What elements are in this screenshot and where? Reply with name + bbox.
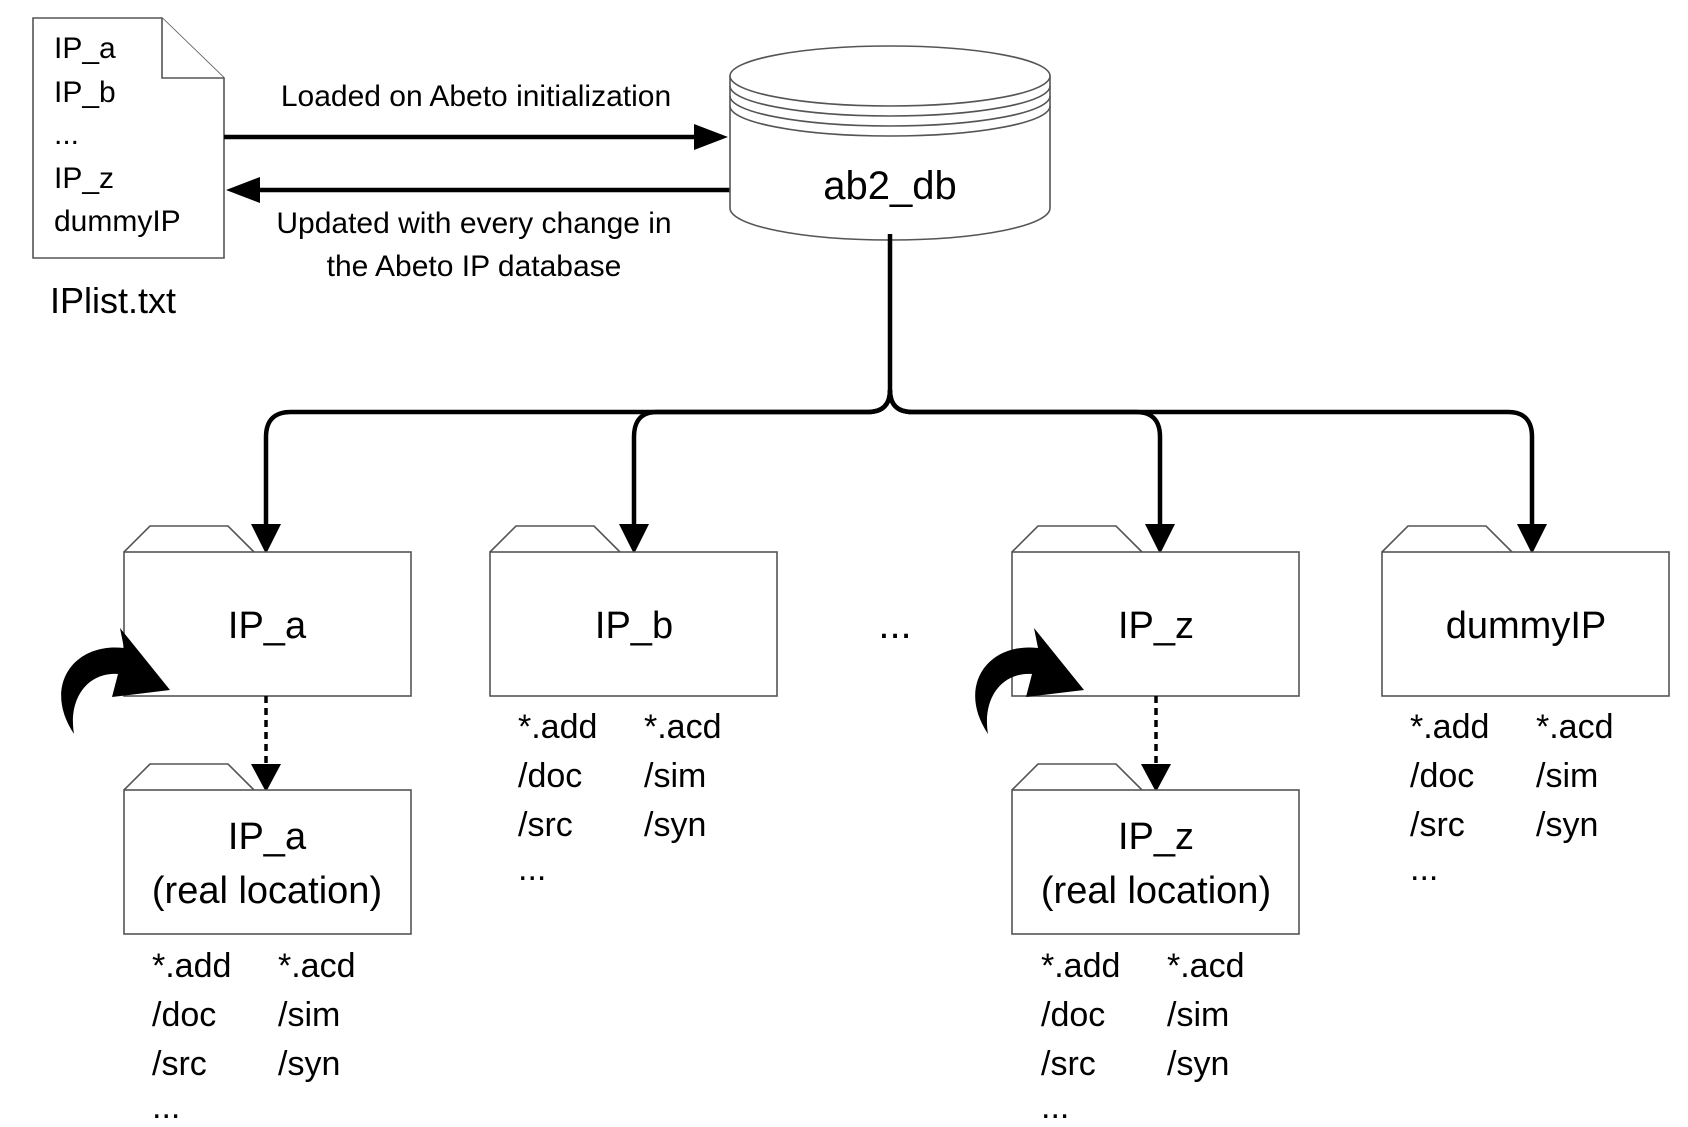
folder-ip-z-real-location: IP_z (real location) [1011,763,1300,935]
content-item: /doc [152,996,216,1034]
folder-subtitle: (real location) [152,870,382,912]
content-item: ... [1410,850,1438,888]
content-item: /src [1410,806,1465,844]
content-item: /src [152,1045,207,1083]
load-arrow-label: Loaded on Abeto initialization [281,80,671,113]
content-item: /syn [1167,1045,1229,1083]
content-item: /src [1041,1045,1096,1083]
folder-contents: *.add *.acd /doc /sim /src /syn ... [518,708,722,888]
content-item: ... [1041,1088,1069,1126]
content-item: /sim [1167,996,1229,1034]
more-folders-ellipsis: ... [878,603,911,647]
update-arrow: Updated with every change in the Abeto I… [226,177,732,283]
folder-name: IP_a [228,605,307,647]
file-dog-ear [161,18,224,79]
content-item: /doc [1041,996,1105,1034]
file-line: IP_a [54,32,116,65]
content-item: /syn [1536,806,1598,844]
folder-name: IP_b [595,605,673,647]
folder-ip-b: IP_b [489,525,778,697]
folder-contents: *.add *.acd /doc /sim /src /syn ... [1041,947,1245,1126]
file-line: IP_b [54,76,116,109]
folder-ip-a-real-location: IP_a (real location) [123,763,412,935]
folder-contents: *.add *.acd /doc /sim /src /syn ... [1410,708,1614,888]
symlink-arrow-icon [975,628,1084,734]
database-name: ab2_db [823,164,956,208]
link-dashed-arrow [1141,696,1171,792]
content-item: /doc [1410,757,1474,795]
content-item: *.acd [1167,947,1245,985]
folder-name: IP_z [1118,605,1194,647]
content-item: *.add [518,708,597,746]
iplist-file: IP_a IP_b ... IP_z dummyIP IPlist.txt [32,17,225,321]
content-item: /sim [278,996,340,1034]
folder-name: dummyIP [1446,605,1606,647]
content-item: *.add [152,947,231,985]
content-item: /sim [644,757,706,795]
file-name-label: IPlist.txt [50,280,176,321]
load-arrow: Loaded on Abeto initialization [224,80,728,150]
folder-name: IP_z [1118,816,1194,858]
folder-ip-a: IP_a [123,525,412,697]
content-item: *.acd [644,708,722,746]
symlink-arrow-icon [61,628,170,734]
content-item: *.acd [278,947,356,985]
folder-dummyip: dummyIP [1381,525,1670,697]
link-dashed-arrow [251,696,281,792]
content-item: *.add [1041,947,1120,985]
update-arrow-label-line1: Updated with every change in [276,207,671,240]
database-cylinder: ab2_db [729,45,1051,241]
content-item: /syn [644,806,706,844]
content-item: ... [152,1088,180,1126]
tree-connectors [251,234,1547,554]
file-line: ... [54,118,79,151]
content-item: /doc [518,757,582,795]
content-item: /src [518,806,573,844]
update-arrow-label-line2: the Abeto IP database [327,250,622,283]
folder-name: IP_a [228,816,307,858]
file-line: dummyIP [54,205,181,238]
content-item: *.acd [1536,708,1614,746]
content-item: *.add [1410,708,1489,746]
content-item: ... [518,850,546,888]
folder-contents: *.add *.acd /doc /sim /src /syn ... [152,947,356,1126]
content-item: /syn [278,1045,340,1083]
file-line: IP_z [54,162,114,195]
content-item: /sim [1536,757,1598,795]
folder-subtitle: (real location) [1041,870,1271,912]
